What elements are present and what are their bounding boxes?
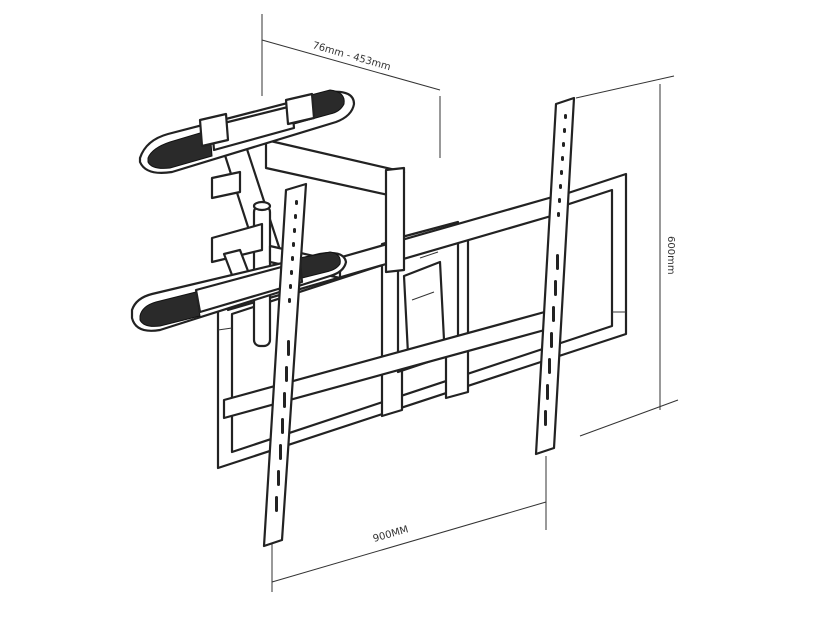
arm-upper (210, 138, 406, 348)
dimension-lines (261, 14, 679, 592)
left-vertical-rail (262, 182, 308, 548)
top-bracket (138, 89, 356, 174)
width-label: 900MM (372, 524, 410, 545)
height-label: 600mm (665, 236, 676, 275)
right-vertical-rail (534, 96, 576, 456)
